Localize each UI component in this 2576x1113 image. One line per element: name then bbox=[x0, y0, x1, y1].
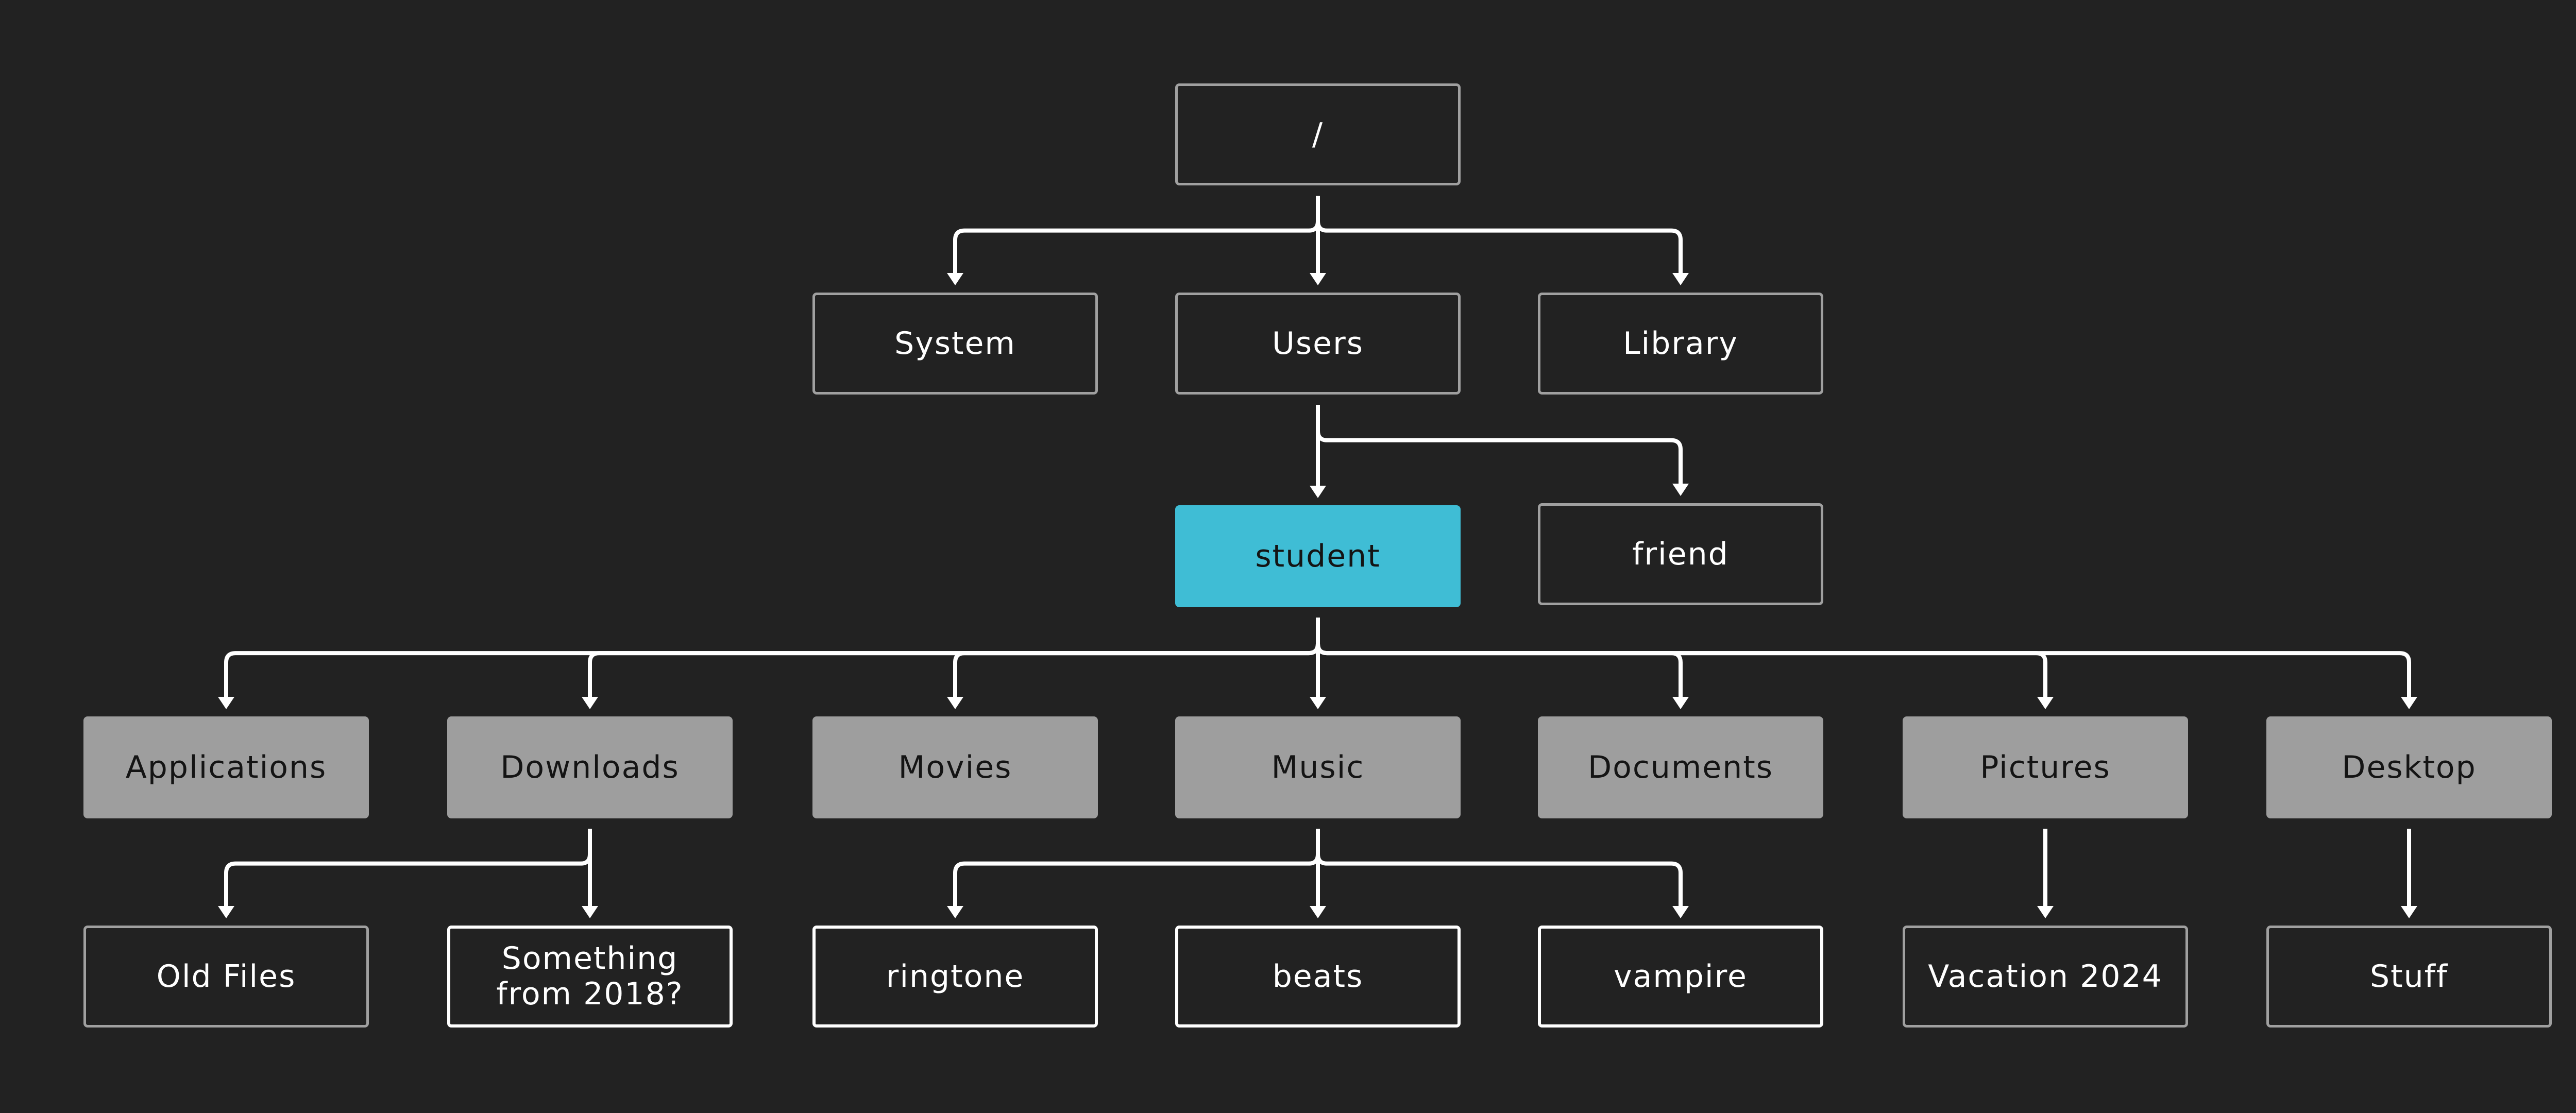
node-music: Music bbox=[1175, 716, 1461, 818]
arrowhead-downloads bbox=[582, 697, 598, 709]
node-vampire: vampire bbox=[1538, 926, 1823, 1028]
arrowhead-vacation_2024 bbox=[2037, 906, 2054, 918]
connector-music-vampire bbox=[1316, 829, 1683, 906]
connector-music-ringtone bbox=[953, 829, 1320, 906]
connector-student-documents bbox=[1316, 618, 1683, 697]
arrowhead-something_2018 bbox=[582, 906, 598, 918]
arrowhead-documents bbox=[1672, 697, 1689, 709]
arrowhead-friend bbox=[1672, 484, 1689, 496]
connector-student-desktop bbox=[1316, 618, 2411, 697]
arrowhead-student bbox=[1310, 486, 1326, 498]
arrowhead-old_files bbox=[218, 906, 234, 918]
node-beats: beats bbox=[1175, 926, 1461, 1028]
node-applications: Applications bbox=[83, 716, 369, 818]
connector-student-applications bbox=[224, 618, 1320, 697]
arrowhead-vampire bbox=[1672, 906, 1689, 918]
node-student: student bbox=[1175, 505, 1461, 607]
node-friend: friend bbox=[1538, 503, 1823, 605]
arrowhead-stuff bbox=[2401, 906, 2417, 918]
node-pictures: Pictures bbox=[1903, 716, 2188, 818]
arrowhead-library bbox=[1672, 273, 1689, 285]
arrowhead-pictures bbox=[2037, 697, 2054, 709]
node-stuff: Stuff bbox=[2266, 926, 2552, 1028]
node-desktop: Desktop bbox=[2266, 716, 2552, 818]
node-system: System bbox=[812, 293, 1098, 395]
node-downloads: Downloads bbox=[447, 716, 733, 818]
arrowhead-music bbox=[1310, 697, 1326, 709]
arrowhead-movies bbox=[947, 697, 963, 709]
node-library: Library bbox=[1538, 293, 1823, 395]
arrowhead-beats bbox=[1310, 906, 1326, 918]
arrowhead-applications bbox=[218, 697, 234, 709]
connector-users-friend bbox=[1316, 405, 1683, 484]
node-something-from-2018: Something from 2018? bbox=[447, 926, 733, 1028]
connector-root-library bbox=[1316, 196, 1683, 273]
arrowhead-ringtone bbox=[947, 906, 963, 918]
node-old-files: Old Files bbox=[83, 926, 369, 1028]
node-vacation-2024: Vacation 2024 bbox=[1903, 926, 2188, 1028]
node-ringtone: ringtone bbox=[812, 926, 1098, 1028]
connector-downloads-old_files bbox=[224, 829, 592, 906]
node-movies: Movies bbox=[812, 716, 1098, 818]
arrowhead-users bbox=[1310, 273, 1326, 285]
node-documents: Documents bbox=[1538, 716, 1823, 818]
arrowhead-desktop bbox=[2401, 697, 2417, 709]
node-users: Users bbox=[1175, 293, 1461, 395]
connector-student-movies bbox=[953, 618, 1320, 697]
connector-root-system bbox=[953, 196, 1320, 273]
node-root: / bbox=[1175, 83, 1461, 185]
arrowhead-system bbox=[947, 273, 963, 285]
